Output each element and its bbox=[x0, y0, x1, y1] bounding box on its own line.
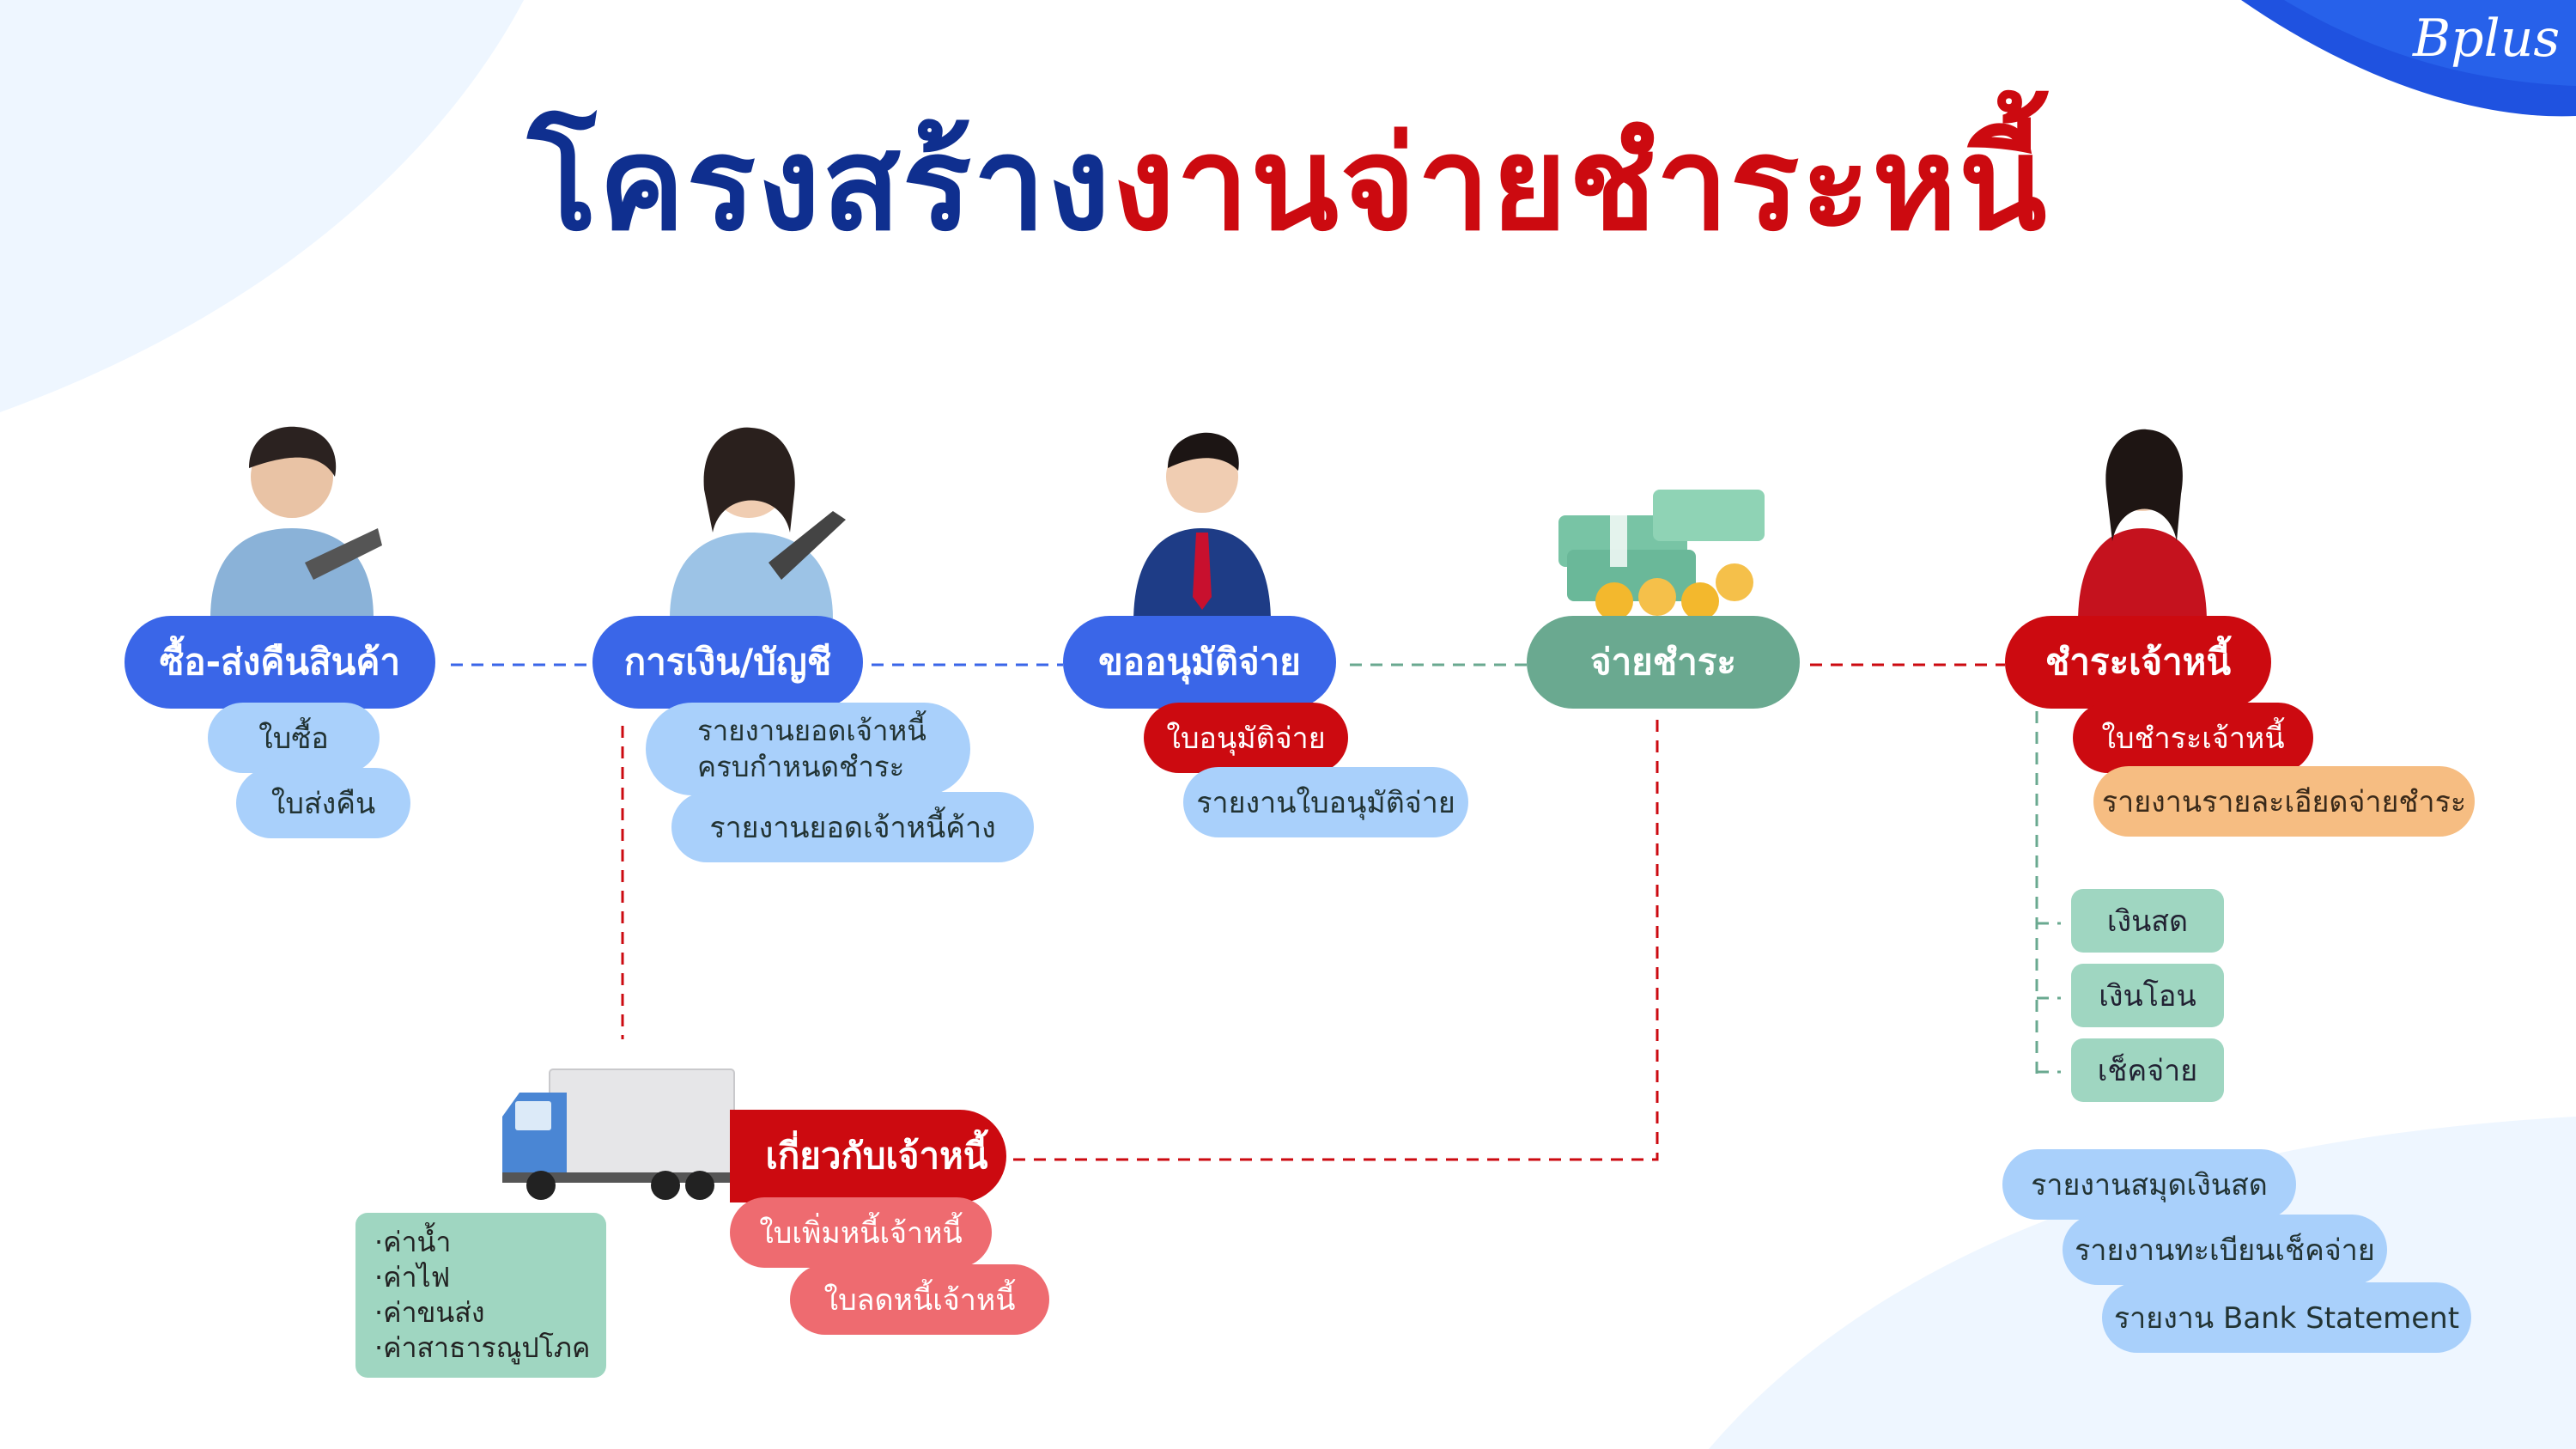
method-cash: เงินสด bbox=[2071, 889, 2224, 953]
doc-payment-approval: ใบอนุมัติจ่าย bbox=[1144, 703, 1348, 773]
doc-return-slip: ใบส่งคืน bbox=[236, 768, 410, 838]
report-payment-approval: รายงานใบอนุมัติจ่าย bbox=[1183, 767, 1468, 837]
node-settle: ชำระเจ้าหนี้ bbox=[2005, 616, 2271, 709]
node-approval: ขออนุมัติจ่าย bbox=[1063, 616, 1336, 709]
money-stack-icon bbox=[1558, 490, 1765, 620]
expense-item: ·ค่าน้ำ bbox=[374, 1226, 452, 1258]
method-transfer: เงินโอน bbox=[2071, 964, 2224, 1027]
delivery-truck-icon bbox=[502, 1068, 735, 1200]
woman-with-laptop-icon bbox=[670, 427, 846, 618]
report-outstanding-payables: รายงานยอดเจ้าหนี้ค้าง bbox=[671, 792, 1034, 862]
report-payment-detail: รายงานรายละเอียดจ่ายชำระ bbox=[2093, 766, 2475, 837]
report-due-payables: รายงานยอดเจ้าหนี้ ครบกำหนดชำระ bbox=[646, 703, 970, 795]
node-payment: จ่ายชำระ bbox=[1527, 616, 1800, 709]
report-cheque-register: รายงานทะเบียนเช็คจ่าย bbox=[2063, 1215, 2387, 1285]
expense-item: ·ค่าไฟ bbox=[374, 1261, 451, 1294]
report-bank-statement: รายงาน Bank Statement bbox=[2102, 1282, 2471, 1353]
title-part-2: งานจ่ายชำระหนี้ bbox=[1111, 110, 2049, 259]
report-cash-book: รายงานสมุดเงินสด bbox=[2002, 1149, 2296, 1220]
businesswoman-icon bbox=[2078, 429, 2207, 623]
person-with-laptop-icon bbox=[210, 426, 382, 618]
doc-creditor-payment: ใบชำระเจ้าหนี้ bbox=[2073, 703, 2313, 773]
doc-purchase-order: ใบซื้อ bbox=[208, 703, 380, 773]
expense-item: ·ค่าขนส่ง bbox=[374, 1296, 485, 1329]
node-purchase: ซื้อ-ส่งคืนสินค้า bbox=[125, 616, 435, 709]
doc-debit-note: ใบเพิ่มหนี้เจ้าหนี้ bbox=[730, 1197, 992, 1268]
doc-credit-note: ใบลดหนี้เจ้าหนี้ bbox=[790, 1264, 1049, 1335]
bplus-logo: Bplus bbox=[2413, 9, 2561, 69]
businessman-icon bbox=[1133, 432, 1271, 623]
title-part-1: โครงสร้าง bbox=[527, 110, 1112, 259]
expense-list: ·ค่าน้ำ ·ค่าไฟ ·ค่าขนส่ง ·ค่าสาธารณูปโภค bbox=[355, 1213, 606, 1378]
page-title: โครงสร้างงานจ่ายชำระหนี้ bbox=[0, 82, 2576, 286]
node-creditor: เกี่ยวกับเจ้าหนี้ bbox=[730, 1110, 1006, 1202]
method-cheque: เช็คจ่าย bbox=[2071, 1038, 2224, 1102]
expense-item: ·ค่าสาธารณูปโภค bbox=[374, 1331, 591, 1364]
node-finance: การเงิน/บัญชี bbox=[592, 616, 863, 709]
